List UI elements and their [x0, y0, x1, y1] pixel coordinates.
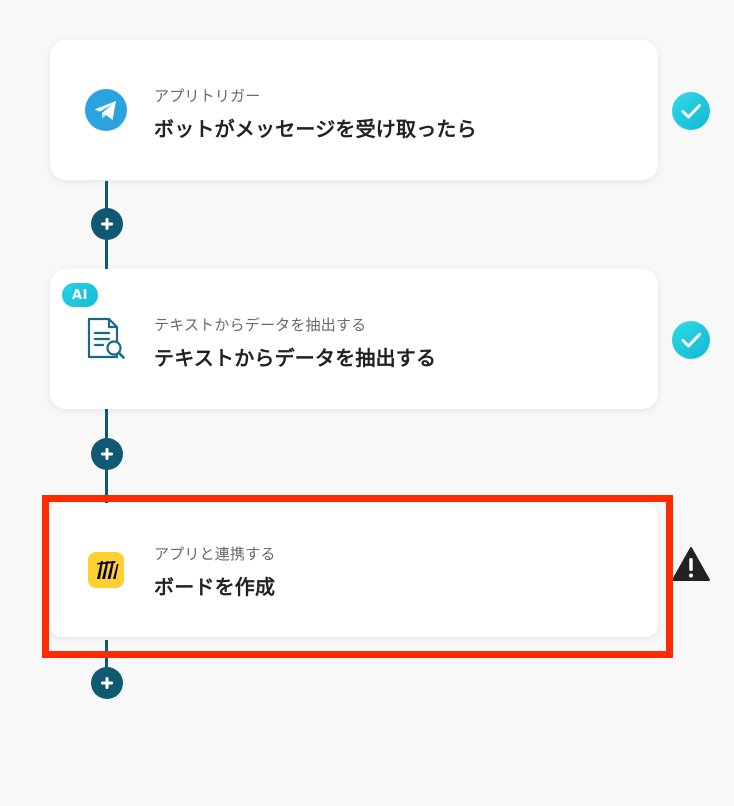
step-title: ボードを作成 — [154, 575, 276, 599]
step-card-create-board[interactable]: アプリと連携する ボードを作成 — [50, 503, 658, 637]
step-subtitle: アプリトリガー — [154, 87, 261, 105]
step-card-trigger[interactable]: アプリトリガー ボットがメッセージを受け取ったら — [50, 40, 658, 180]
plus-icon — [101, 448, 113, 460]
step-subtitle: アプリと連携する — [154, 545, 276, 563]
success-check-icon — [671, 91, 711, 131]
step-subtitle: テキストからデータを抽出する — [154, 316, 367, 334]
success-check-icon — [671, 320, 711, 360]
step-card-ai-extract[interactable]: テキストからデータを抽出する テキストからデータを抽出する — [50, 269, 658, 409]
add-step-button[interactable] — [91, 667, 123, 699]
miro-icon — [85, 549, 127, 591]
warning-icon — [671, 545, 711, 585]
ai-badge: AI — [62, 283, 98, 307]
add-step-button[interactable] — [91, 208, 123, 240]
add-step-button[interactable] — [91, 438, 123, 470]
plus-icon — [101, 677, 113, 689]
plus-icon — [101, 218, 113, 230]
telegram-icon — [85, 89, 127, 131]
document-search-icon — [85, 317, 127, 360]
step-title: ボットがメッセージを受け取ったら — [154, 117, 477, 141]
step-title: テキストからデータを抽出する — [154, 346, 437, 370]
connector-line — [105, 640, 108, 682]
